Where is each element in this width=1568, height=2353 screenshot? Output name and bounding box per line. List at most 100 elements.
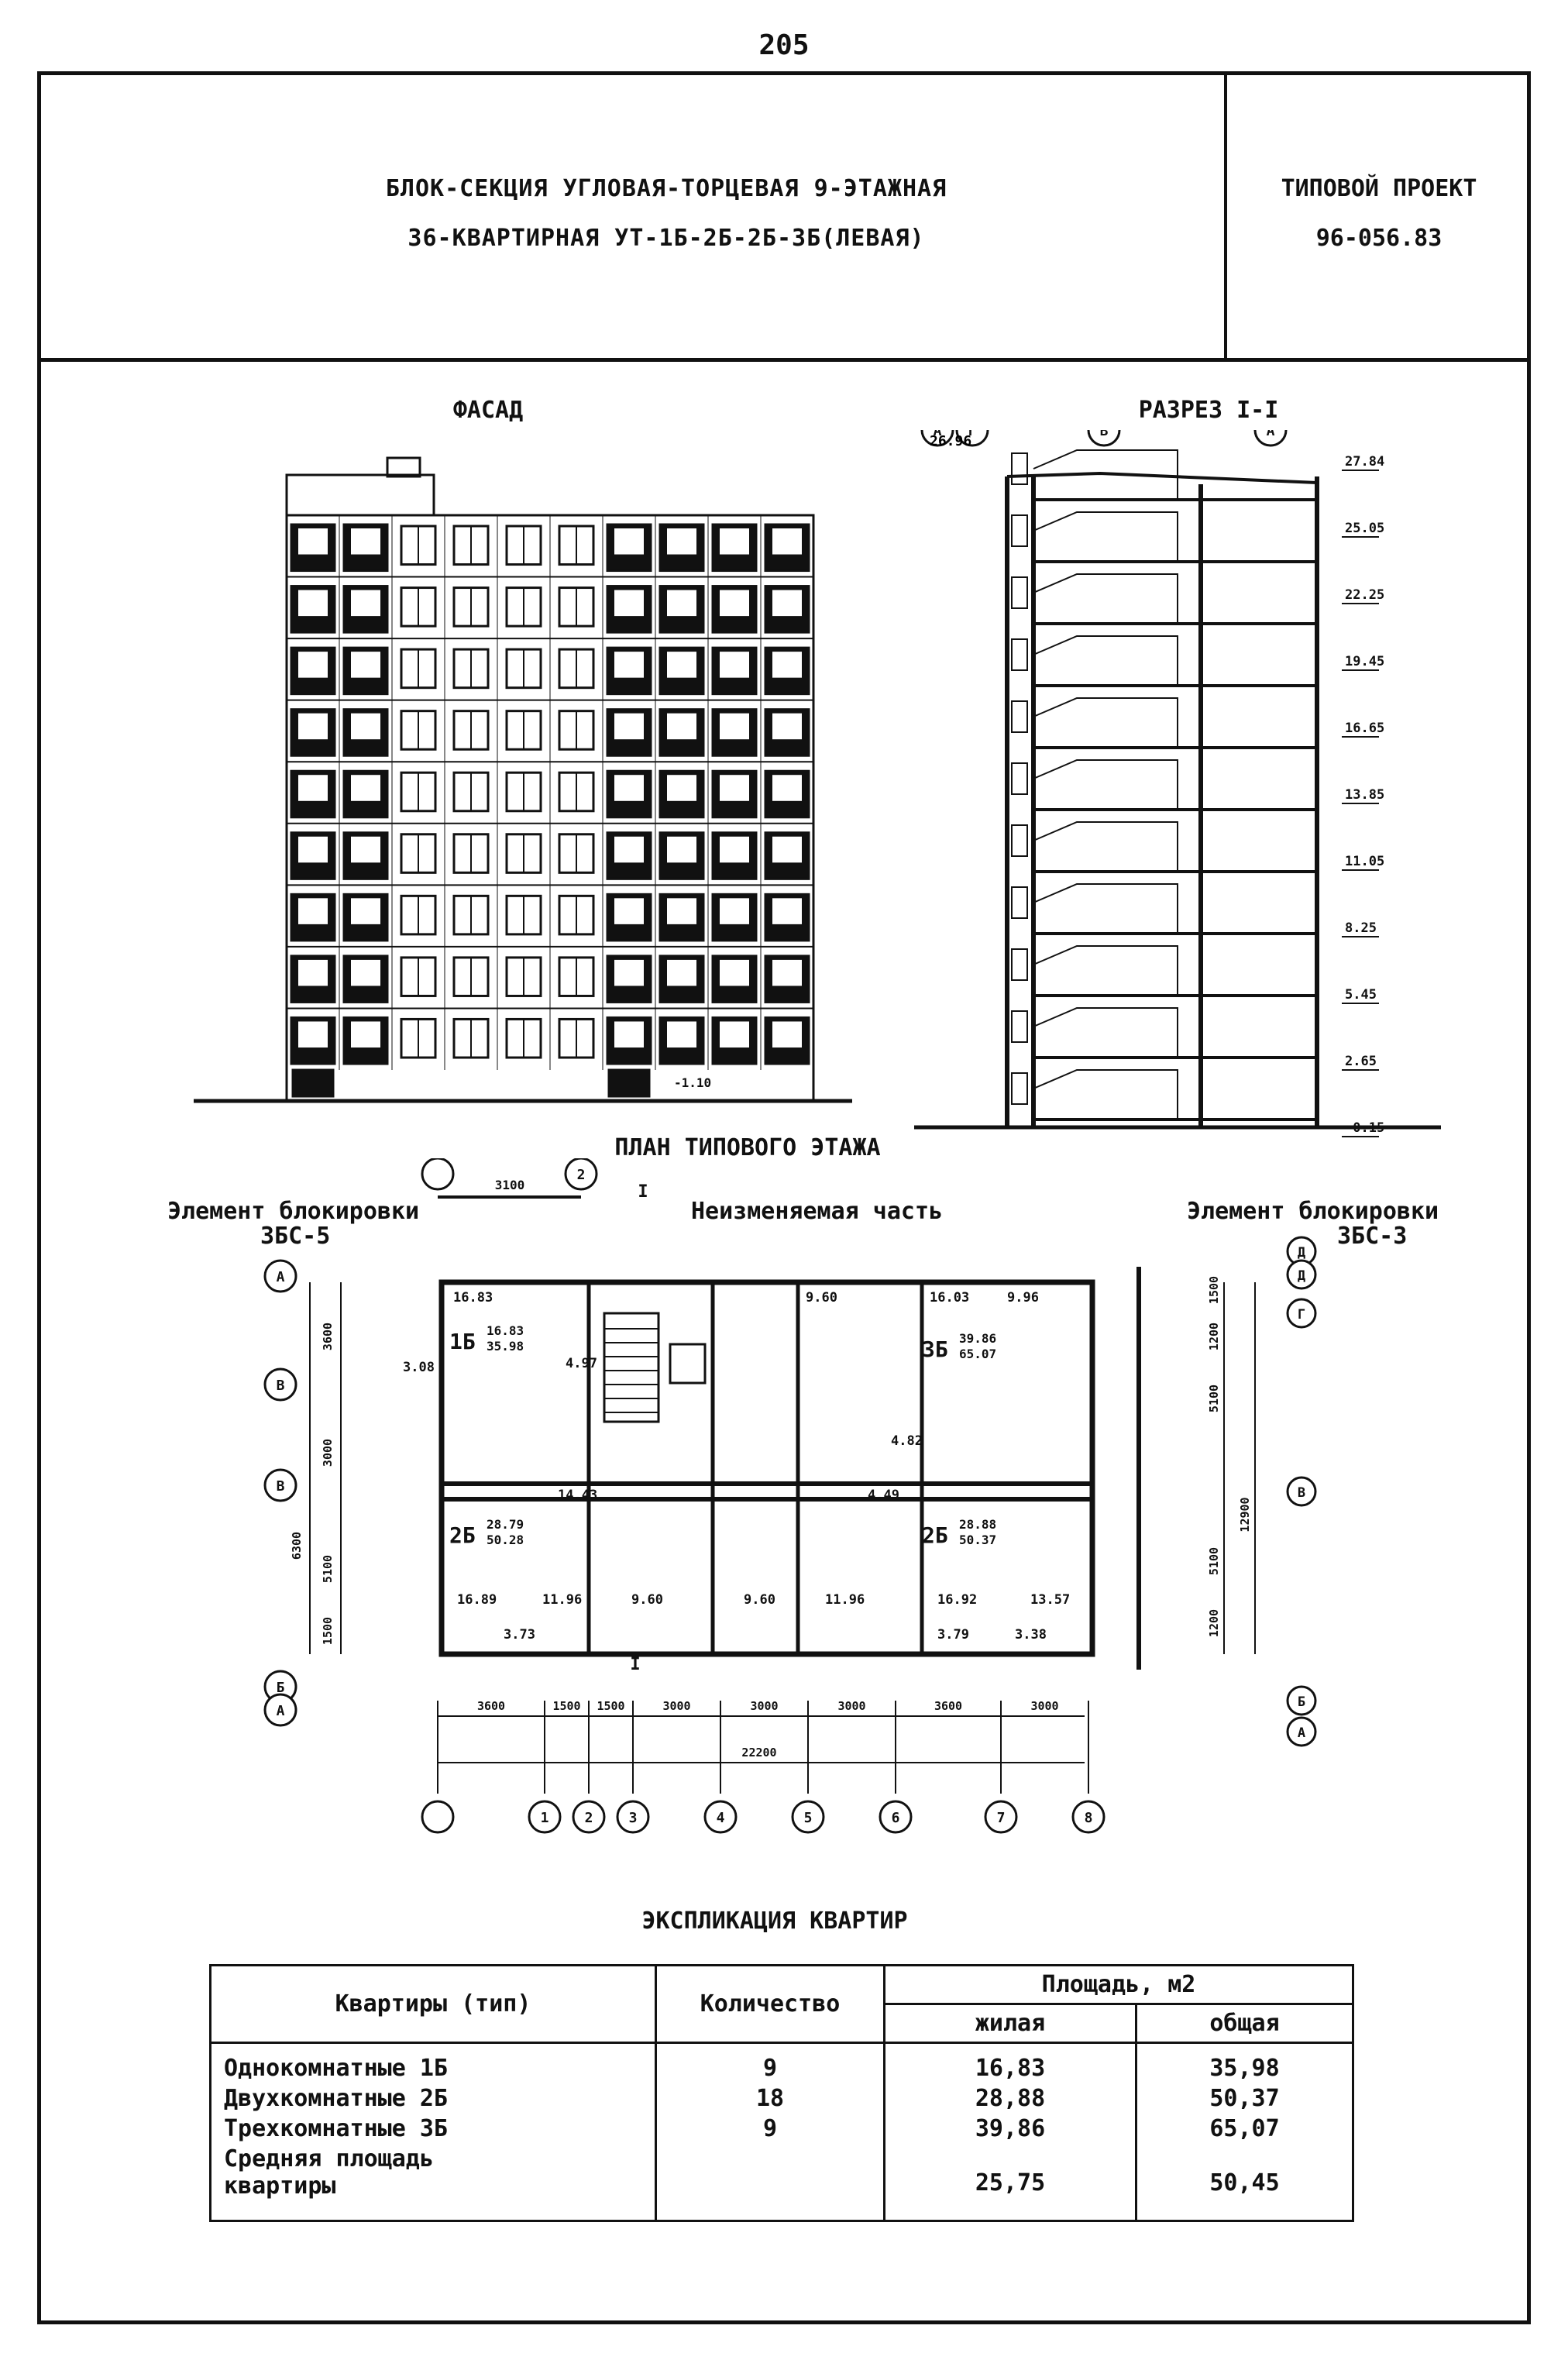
stair-flight xyxy=(1033,759,1178,810)
plan-title: ПЛАН ТИПОВОГО ЭТАЖА xyxy=(614,1134,881,1161)
balcony-window xyxy=(718,896,751,926)
axis-bubble xyxy=(421,1800,455,1834)
title-line-1: БЛОК-СЕКЦИЯ УГЛОВАЯ-ТОРЦЕВАЯ 9-ЭТАЖНАЯ xyxy=(385,175,947,202)
balcony-window xyxy=(771,650,803,679)
apartment-total-area: 35.98 xyxy=(487,1339,524,1354)
balcony-window xyxy=(771,896,803,926)
stair-flight xyxy=(1033,449,1178,500)
section-window xyxy=(1011,886,1028,919)
balcony-window xyxy=(613,773,645,803)
row-living: 25,75 xyxy=(883,2144,1137,2222)
balcony-window xyxy=(613,958,645,988)
section-mark: I xyxy=(638,1182,648,1202)
axis-label: А xyxy=(1298,1725,1305,1741)
section-window xyxy=(1011,762,1028,795)
explication-table: Квартиры (тип) Количество Площадь, м2 жи… xyxy=(209,1964,1354,2222)
level-mark: 13.85 xyxy=(1345,787,1384,803)
axis-label: А xyxy=(277,1703,285,1719)
axis-bubble xyxy=(791,1800,825,1834)
room-area: 3.73 xyxy=(504,1627,535,1643)
axis-bubble xyxy=(528,1800,562,1834)
room-area: 9.60 xyxy=(806,1290,837,1306)
right-dim-value: 1500 xyxy=(1207,1276,1221,1304)
axis-label: Д xyxy=(1298,1245,1305,1261)
axis-label: А xyxy=(277,1269,285,1285)
axis-bubble xyxy=(1286,1476,1317,1507)
axis-bubble xyxy=(564,1158,598,1191)
balcony-window xyxy=(718,1020,751,1050)
axis-label: 1 xyxy=(541,1810,549,1826)
title-block-divider xyxy=(37,358,1531,362)
row-total: 50,45 xyxy=(1135,2144,1354,2222)
balcony-window xyxy=(771,711,803,741)
bottom-dim-value: 3000 xyxy=(750,1699,778,1713)
axis-bubble xyxy=(1071,1800,1106,1834)
row-total: 65,07 xyxy=(1135,2114,1354,2144)
row-type: Трехкомнатные 3Б xyxy=(209,2114,657,2144)
balcony-window xyxy=(665,958,698,988)
bottom-dim-value: 3600 xyxy=(934,1699,962,1713)
balcony-window xyxy=(297,711,329,741)
bottom-dim-value: 3000 xyxy=(1030,1699,1058,1713)
row-count xyxy=(655,2144,885,2222)
stair-flight xyxy=(1033,1069,1178,1120)
balcony-window xyxy=(297,588,329,618)
axis-label: Д xyxy=(1298,1268,1305,1284)
axis-label: 3 xyxy=(629,1810,638,1826)
left-dim-value: 6300 xyxy=(290,1532,304,1560)
section-window xyxy=(1011,514,1028,547)
table-row: Средняя площадь квартиры 25,75 50,45 xyxy=(209,2144,1354,2222)
section-window xyxy=(1011,1072,1028,1105)
level-mark: 19.45 xyxy=(1345,654,1384,669)
title-line-2: 36-КВАРТИРНАЯ УТ-1Б-2Б-2Б-3Б(ЛЕВАЯ) xyxy=(407,225,925,252)
level-mark: 25.05 xyxy=(1345,521,1384,536)
balcony-window xyxy=(349,527,382,556)
right-element-label: Элемент блокировки xyxy=(1187,1198,1439,1225)
room-area: 14.43 xyxy=(558,1488,597,1503)
row-total: 50,37 xyxy=(1135,2083,1354,2114)
balcony-window xyxy=(349,834,382,865)
axis-label: Г xyxy=(968,430,977,439)
axis-bubble xyxy=(879,1800,913,1834)
balcony-window xyxy=(297,1020,329,1050)
project-code: 96-056.83 xyxy=(1315,225,1442,252)
col-header-count: Количество xyxy=(655,1964,885,2044)
balcony-window xyxy=(349,711,382,741)
apartment-living-area: 39.86 xyxy=(959,1331,996,1346)
axis-bubble xyxy=(920,430,954,447)
stair-flight xyxy=(1033,697,1178,748)
level-mark: 27.84 xyxy=(1345,454,1384,470)
balcony-window xyxy=(349,958,382,988)
row-type: Однокомнатные 1Б xyxy=(209,2042,657,2083)
balcony-window xyxy=(718,773,751,803)
balcony-window xyxy=(613,711,645,741)
axis-label: В xyxy=(1100,430,1109,439)
section-top-level: 26.96 xyxy=(930,433,971,449)
section-window xyxy=(1011,638,1028,671)
unchanged-part-label: Неизменяемая часть xyxy=(691,1198,944,1225)
stair-flight xyxy=(1033,945,1178,996)
facade-drawing: -1.10 xyxy=(194,456,852,1103)
stair-flight xyxy=(1033,821,1178,872)
row-type: Средняя площадь квартиры xyxy=(209,2144,657,2222)
right-dim-value: 12900 xyxy=(1238,1497,1252,1532)
room-area: 9.60 xyxy=(631,1592,663,1608)
apartment-type: 1Б xyxy=(449,1329,476,1354)
bottom-dim-value: 3600 xyxy=(477,1699,505,1713)
axis-bubble xyxy=(1286,1298,1317,1329)
section-window xyxy=(1011,948,1028,981)
axis-label: Б xyxy=(277,1680,285,1696)
axis-bubble xyxy=(1253,430,1288,447)
row-count: 9 xyxy=(655,2042,885,2083)
balcony-window xyxy=(665,588,698,618)
axis-bubble xyxy=(703,1800,738,1834)
balcony-window xyxy=(665,773,698,803)
section-window xyxy=(1011,576,1028,609)
drawing-frame xyxy=(37,71,1531,2324)
window xyxy=(452,648,490,690)
balcony-window xyxy=(349,773,382,803)
right-dim-value: 1200 xyxy=(1207,1609,1221,1637)
balcony-window xyxy=(297,527,329,556)
